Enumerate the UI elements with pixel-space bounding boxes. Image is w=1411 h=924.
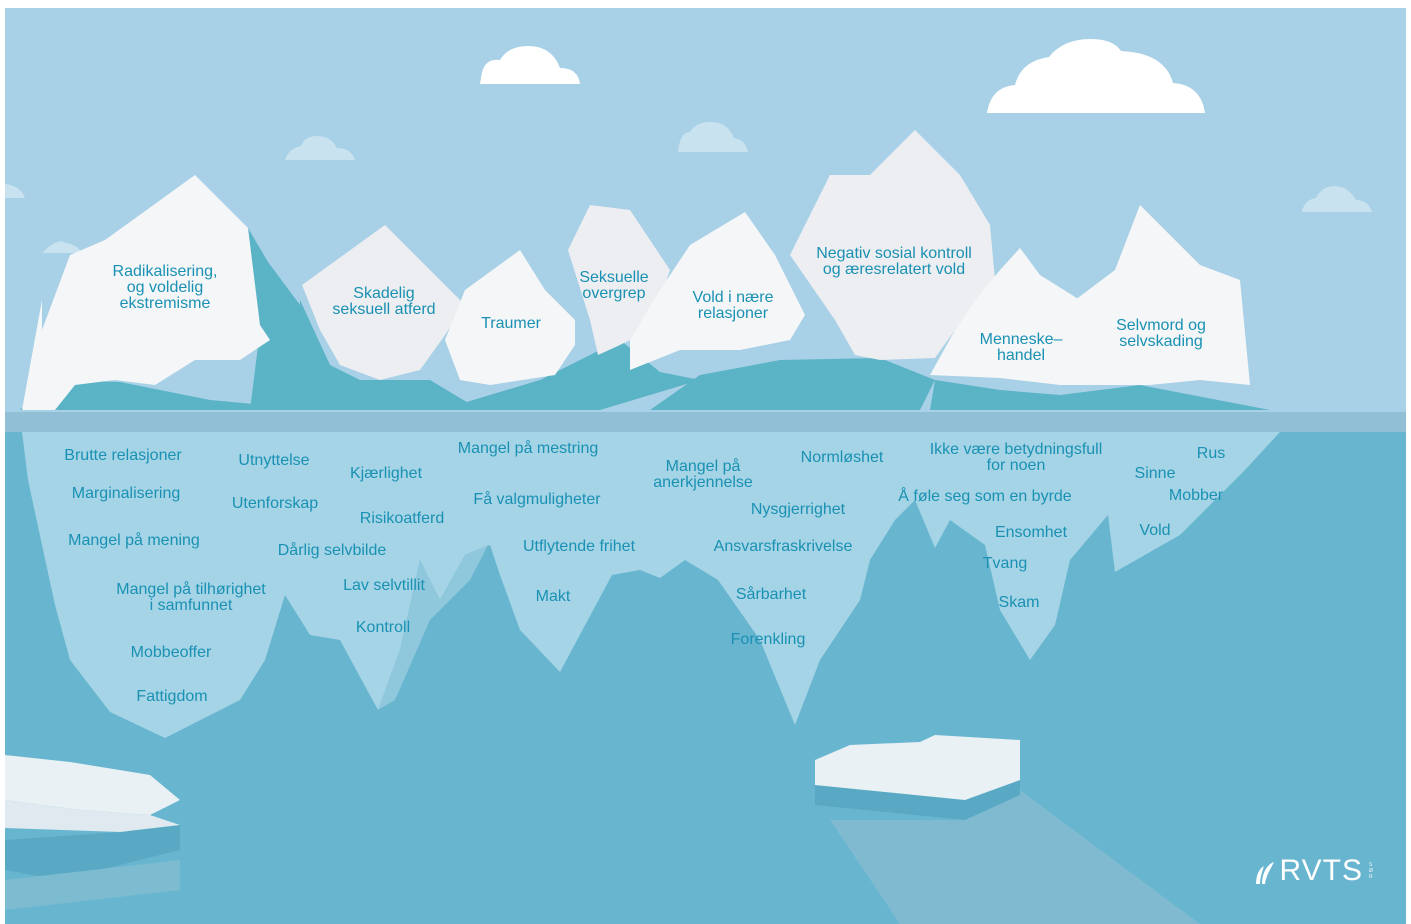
label-utflytende-frihet: Utflytende frihet bbox=[522, 538, 636, 555]
iceberg-skadelig bbox=[302, 225, 465, 380]
ice-floe-left bbox=[5, 755, 180, 910]
iceberg-menneskehandel bbox=[930, 248, 1108, 385]
clouds bbox=[5, 39, 1372, 253]
cloud-3 bbox=[285, 136, 355, 160]
icebergs bbox=[22, 130, 1250, 410]
label-ensomhet: Ensomhet bbox=[994, 524, 1068, 541]
label-vold-under: Vold bbox=[1139, 522, 1171, 539]
cloud-6 bbox=[5, 184, 25, 198]
label-makt: Makt bbox=[535, 588, 571, 605]
label-negativ: Negativ sosial kontroll og æresrelatert … bbox=[816, 245, 972, 278]
ice-floe-right bbox=[815, 735, 1200, 924]
cloud-5 bbox=[1302, 186, 1372, 212]
label-kjaerlighet: Kjærlighet bbox=[349, 465, 423, 482]
label-darlig-selvbilde: Dårlig selvbilde bbox=[277, 542, 387, 559]
cloud-1 bbox=[480, 46, 580, 84]
cloud-2 bbox=[975, 39, 1205, 113]
label-risikoatferd: Risikoatferd bbox=[359, 510, 445, 527]
label-tvang: Tvang bbox=[982, 555, 1028, 572]
label-mangel-pa-anerkjennelse: Mangel på anerkjennelse bbox=[653, 458, 753, 491]
label-mobbeoffer: Mobbeoffer bbox=[130, 644, 212, 661]
submerged-shadow bbox=[378, 545, 488, 710]
label-normloshet: Normløshet bbox=[800, 449, 884, 466]
cloud-7 bbox=[42, 241, 82, 253]
label-utnyttelse: Utnyttelse bbox=[238, 452, 310, 469]
label-kontroll: Kontroll bbox=[355, 619, 411, 636]
label-utenforskap: Utenforskap bbox=[231, 495, 319, 512]
label-ansvarsfraskrivelse: Ansvarsfraskrivelse bbox=[713, 538, 853, 555]
label-traumer: Traumer bbox=[481, 315, 541, 332]
label-rus: Rus bbox=[1196, 445, 1226, 462]
label-selvmord: Selvmord og selvskading bbox=[1116, 317, 1206, 350]
label-fattigdom: Fattigdom bbox=[136, 688, 208, 705]
label-menneskehandel: Menneske– handel bbox=[979, 331, 1063, 364]
label-mobber: Mobber bbox=[1168, 487, 1224, 504]
label-lav-selvtillit: Lav selvtillit bbox=[343, 577, 425, 594]
iceberg-selvmord bbox=[1075, 205, 1250, 385]
label-mangel-pa-tilhorighet: Mangel på tilhørighet i samfunnet bbox=[116, 581, 266, 614]
waterline bbox=[5, 412, 1406, 432]
leaf-logo-icon bbox=[1255, 862, 1274, 884]
label-mangel-pa-mestring: Mangel på mestring bbox=[457, 440, 599, 457]
label-forenkling: Forenkling bbox=[730, 631, 806, 648]
cloud-4 bbox=[678, 122, 748, 152]
label-radikalisering: Radikalisering, og voldelig ekstremisme bbox=[112, 263, 218, 312]
label-brutte-relasjoner: Brutte relasjoner bbox=[64, 447, 182, 464]
logo-tag: SØR bbox=[1369, 862, 1374, 880]
iceberg-radikalisering bbox=[22, 175, 270, 410]
label-skam: Skam bbox=[998, 594, 1040, 611]
label-ikke-vaere-betydningsfull: Ikke være betydningsfull for noen bbox=[929, 441, 1103, 474]
iceberg-vold bbox=[630, 212, 805, 370]
label-marginalisering: Marginalisering bbox=[71, 485, 181, 502]
label-a-fole-seg-som-en-byrde: Å føle seg som en byrde bbox=[898, 488, 1072, 505]
label-sinne: Sinne bbox=[1134, 465, 1176, 482]
label-sarbarhet: Sårbarhet bbox=[735, 586, 807, 603]
label-fa-valgmuligheter: Få valgmuligheter bbox=[473, 491, 601, 508]
logo-text: RVTS bbox=[1279, 854, 1363, 887]
iceberg-traumer bbox=[445, 250, 575, 385]
iceberg-negativ bbox=[790, 130, 995, 360]
label-skadelig: Skadelig seksuell atferd bbox=[332, 285, 436, 318]
label-nysgjerrighet: Nysgjerrighet bbox=[750, 501, 846, 518]
label-seksuelle: Seksuelle overgrep bbox=[579, 269, 649, 302]
submerged-iceberg bbox=[22, 432, 1280, 738]
label-mangel-pa-mening: Mangel på mening bbox=[68, 532, 200, 549]
label-vold: Vold i nære relasjoner bbox=[692, 289, 774, 322]
rvts-logo: RVTS SØR bbox=[1254, 854, 1375, 888]
